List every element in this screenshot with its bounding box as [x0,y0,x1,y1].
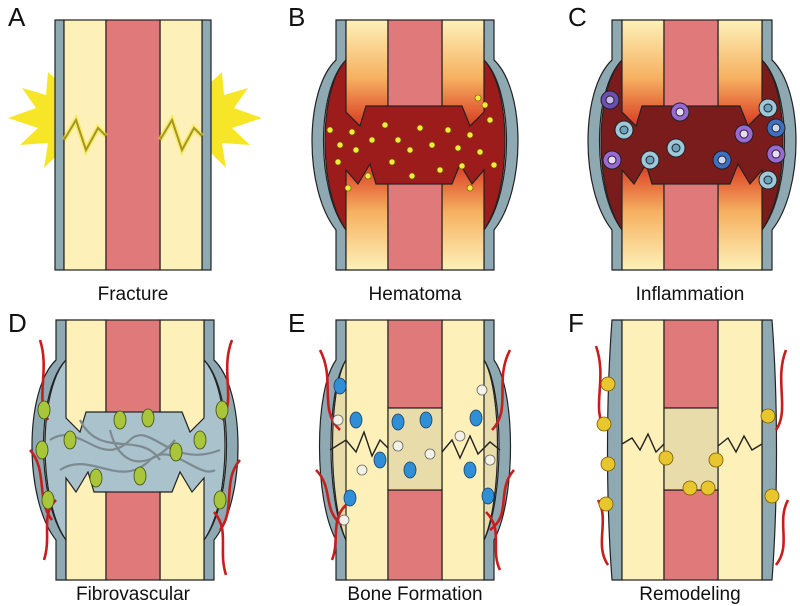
panel-letter-f: F [568,308,584,338]
impact-spark-left [8,72,62,168]
blood-vessels [315,349,515,571]
panel-a: A Fracture [8,2,262,305]
bone-fragment-bottom-right [717,162,763,271]
marrow-top [663,319,719,409]
cortical-bone-right [717,319,763,581]
panel-letter-a: A [8,2,26,32]
cortical-bone-left [345,319,389,581]
marrow-top [105,319,161,413]
caption-hematoma: Hematoma [369,284,462,305]
residual-fracture-line-right [717,434,763,454]
bone-fragment-bottom-right [441,162,485,271]
panel-letter-e: E [288,308,305,338]
caption-inflammation: Inflammation [636,284,745,305]
bone-fragment-bottom-right [159,470,205,581]
periosteum-right [201,19,212,271]
marrow-bottom [387,489,443,581]
caption-bone-formation: Bone Formation [347,584,482,605]
healing-fracture-line-right [441,434,501,460]
fibroblast-cells [35,400,229,510]
panel-b: B Hematoma [288,2,519,305]
marrow-top [387,319,443,409]
caption-fibrovascular: Fibrovascular [76,584,191,605]
marrow-top [663,19,719,107]
osteoblast-cells [333,377,495,507]
healing-fracture-line [329,429,389,458]
fracture-line-left-glow [61,114,108,157]
osteoclast-cells [596,376,780,512]
blood-cells [326,94,498,192]
fracture-line-right-glow [157,114,204,157]
marrow-bottom [663,489,719,581]
marrow-bottom [663,183,719,271]
immune-cells [600,90,786,190]
chondrocyte-cells [332,384,496,526]
panel-f: F Remodeling [568,308,790,605]
marrow-bottom [387,183,443,271]
periosteum-left [54,19,65,271]
periosteum-right [761,319,778,581]
panel-letter-b: B [288,2,305,32]
panel-e: E Bone Formation [288,308,515,605]
impact-spark-right [208,72,262,168]
remodeled-bone [663,407,719,491]
caption-remodeling: Remodeling [639,584,740,605]
panel-letter-c: C [568,2,587,32]
marrow-top [387,19,443,107]
marrow-canal [105,19,161,271]
panel-d: D [8,308,242,605]
residual-fracture-line-left [621,432,665,454]
caption-fracture: Fracture [98,284,169,305]
marrow-bottom [105,491,161,581]
panel-letter-d: D [8,308,27,338]
periosteum-left [606,319,623,581]
panel-c: C Inflammation [568,2,797,305]
